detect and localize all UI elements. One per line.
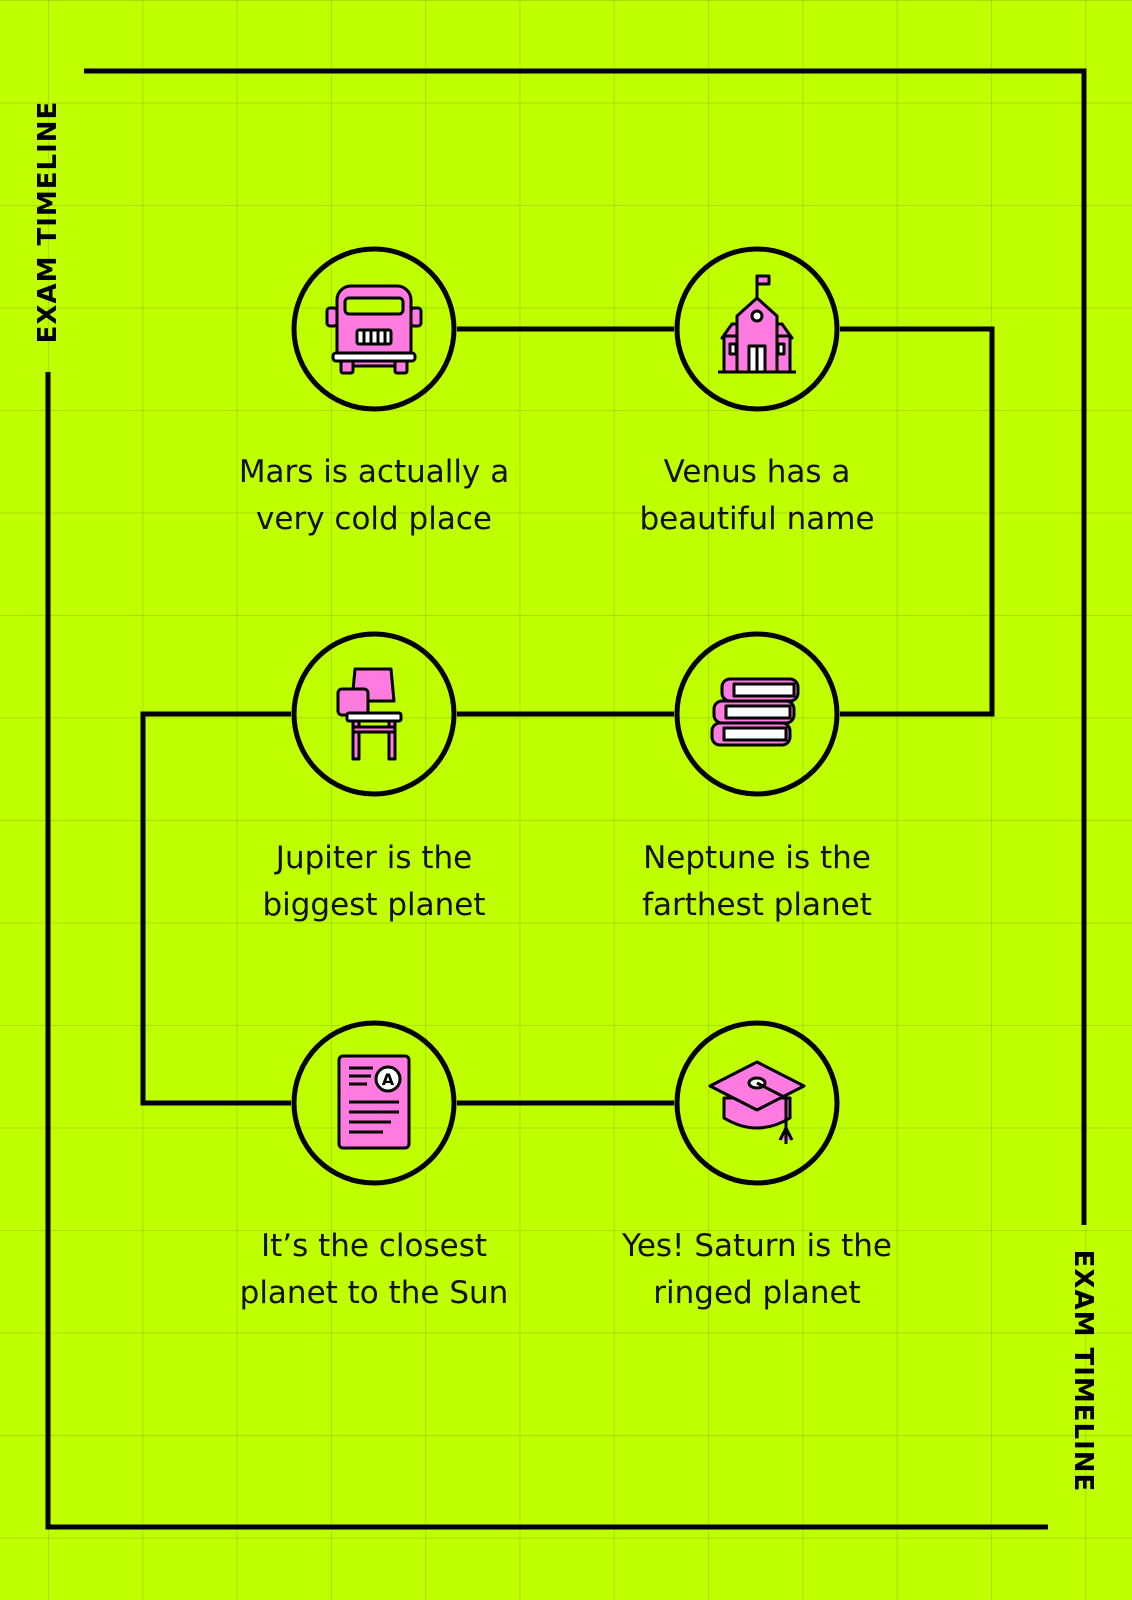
step-caption-venus: Venus has a beautiful name — [639, 454, 875, 537]
books-icon — [674, 631, 840, 797]
school-building-icon — [674, 246, 840, 412]
exam-paper-icon: A — [291, 1020, 457, 1186]
graduation-cap-icon — [674, 1020, 840, 1186]
frame-top-right-line — [84, 68, 1087, 1225]
svg-text:A: A — [382, 1070, 395, 1089]
step-caption-mercury: It’s the closest planet to the Sun — [239, 1228, 509, 1311]
exam-timeline-label-left: EXAM TIMELINE — [33, 100, 63, 344]
frame-left-bottom-line — [45, 372, 1048, 1530]
school-bus-icon — [291, 246, 457, 412]
step-caption-neptune: Neptune is the farthest planet — [642, 840, 872, 923]
step-caption-saturn: Yes! Saturn is the ringed planet — [622, 1228, 892, 1311]
school-desk-icon — [291, 631, 457, 797]
step-caption-mars: Mars is actually a very cold place — [238, 454, 510, 537]
connector-path — [140, 711, 291, 1106]
exam-timeline-label-right: EXAM TIMELINE — [1068, 1249, 1098, 1493]
step-caption-jupiter: Jupiter is the biggest planet — [262, 840, 486, 923]
connector-path — [840, 326, 995, 717]
